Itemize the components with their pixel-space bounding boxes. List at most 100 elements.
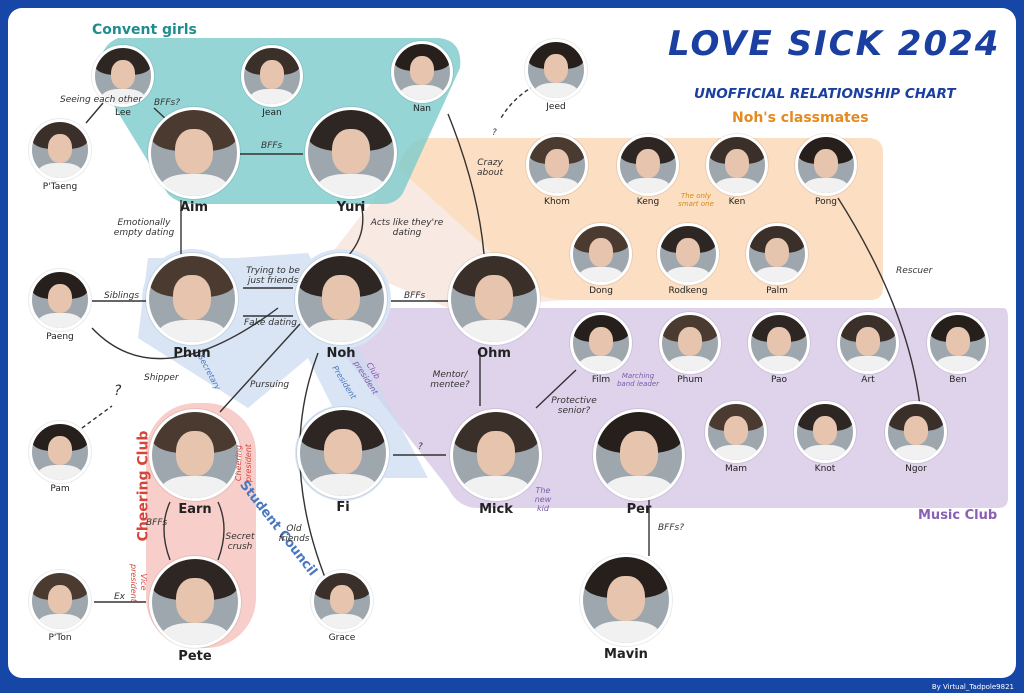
person-name: Keng <box>636 197 660 207</box>
page-subtitle: UNOFFICIAL RELATIONSHIP CHART <box>694 86 956 102</box>
person-khom: Khom <box>526 134 588 207</box>
line-yuri-noh <box>347 203 364 257</box>
person-aim: Aim <box>148 107 240 215</box>
person-name: Palm <box>766 286 788 296</box>
line-pam-q <box>81 405 113 429</box>
person-name: Jean <box>262 108 282 118</box>
relation-label: Mentor/ mentee? <box>430 370 470 390</box>
avatar <box>705 401 767 463</box>
relation-label: Siblings <box>104 291 140 301</box>
relation-label: BFFs? <box>658 523 684 533</box>
relation-label: ? <box>114 383 122 399</box>
avatar <box>29 269 91 331</box>
credit-text: By Virtual_Tadpole9821 <box>931 683 1014 691</box>
avatar <box>748 312 810 374</box>
person-name: Art <box>861 375 875 385</box>
person-name: Fi <box>336 500 350 515</box>
chart-canvas: Convent girls Noh's classmates Music Clu… <box>8 8 1016 678</box>
relation-label: Emotionally empty dating <box>113 218 175 238</box>
person-name: Aim <box>179 200 209 215</box>
avatar <box>305 107 397 199</box>
person-name: Pong <box>814 197 838 207</box>
person-phun: Phun <box>146 253 238 361</box>
person-name: Mam <box>724 464 748 474</box>
person-name: Phum <box>677 375 703 385</box>
line-pete-earn-bffs <box>163 501 171 561</box>
group-title-classmates: Noh's classmates <box>732 110 869 126</box>
person-ptaeng: P'Taeng <box>29 119 91 192</box>
person-name: Pao <box>770 375 788 385</box>
avatar <box>448 253 540 345</box>
avatar <box>885 401 947 463</box>
avatar <box>580 554 672 646</box>
relation-label: Protective senior? <box>551 396 597 416</box>
person-pao: Pao <box>748 312 810 385</box>
avatar <box>657 223 719 285</box>
avatar <box>92 45 154 107</box>
person-ben: Ben <box>927 312 989 385</box>
person-name: Ben <box>949 375 967 385</box>
relation-label: Shipper <box>144 373 179 383</box>
relation-label: Crazy about <box>477 158 503 178</box>
avatar <box>593 409 685 501</box>
avatar <box>837 312 899 374</box>
person-name: Jeed <box>546 102 566 112</box>
line-pete-earn-crush <box>217 501 225 561</box>
person-nan: Nan <box>391 41 453 114</box>
avatar <box>29 570 91 632</box>
avatar <box>391 41 453 103</box>
relation-label: Seeing each other <box>60 95 143 105</box>
person-pton: P'Ton <box>29 570 91 643</box>
relation-label: BFFs <box>261 141 283 151</box>
relation-label: Trying to be just friends <box>246 266 300 286</box>
avatar <box>570 312 632 374</box>
avatar <box>148 107 240 199</box>
person-lee: Lee <box>92 45 154 118</box>
person-per: Per <box>593 409 685 517</box>
avatar <box>795 134 857 196</box>
avatar <box>295 253 387 345</box>
person-jeed: Jeed <box>525 39 587 112</box>
person-grace: Grace <box>311 570 373 643</box>
line-shipper <box>91 307 279 360</box>
avatar <box>149 556 241 648</box>
person-name: Yuri <box>336 200 366 215</box>
person-dong: Dong <box>570 223 632 296</box>
person-name: Nan <box>413 104 431 114</box>
avatar <box>659 312 721 374</box>
person-name: Rodkeng <box>668 286 708 296</box>
person-pete: Pete <box>149 556 241 664</box>
person-name: Mavin <box>604 647 648 662</box>
relation-label: Pursuing <box>250 380 290 390</box>
relation-label: BFFs <box>146 518 168 528</box>
group-title-convent: Convent girls <box>92 22 197 38</box>
person-knot: Knot <box>794 401 856 474</box>
note-keng: The only smart one <box>678 192 714 208</box>
group-title-music: Music Club <box>918 508 998 523</box>
role-pete: Vice president <box>129 564 148 602</box>
avatar <box>794 401 856 463</box>
person-name: Earn <box>178 502 212 517</box>
person-name: Per <box>626 502 652 517</box>
person-art: Art <box>837 312 899 385</box>
person-name: Paeng <box>46 332 74 342</box>
person-pong: Pong <box>795 134 857 207</box>
avatar <box>525 39 587 101</box>
role-earn: Cheering president <box>234 444 253 482</box>
avatar <box>146 253 238 345</box>
relation-label: Rescuer <box>896 266 933 276</box>
line-pong-ngor <box>837 197 921 407</box>
person-rodkeng: Rodkeng <box>657 223 719 296</box>
note-mick: The new kid <box>534 486 552 513</box>
avatar <box>241 45 303 107</box>
line-lee-ptaeng <box>85 102 104 124</box>
person-name: Pam <box>50 484 70 494</box>
avatar <box>746 223 808 285</box>
avatar <box>297 407 389 499</box>
person-mavin: Mavin <box>580 554 672 662</box>
person-ken: Ken <box>706 134 768 207</box>
avatar <box>149 409 241 501</box>
person-fi: Fi <box>297 407 389 515</box>
person-name: Grace <box>328 633 356 643</box>
relation-label: ? <box>492 128 497 138</box>
